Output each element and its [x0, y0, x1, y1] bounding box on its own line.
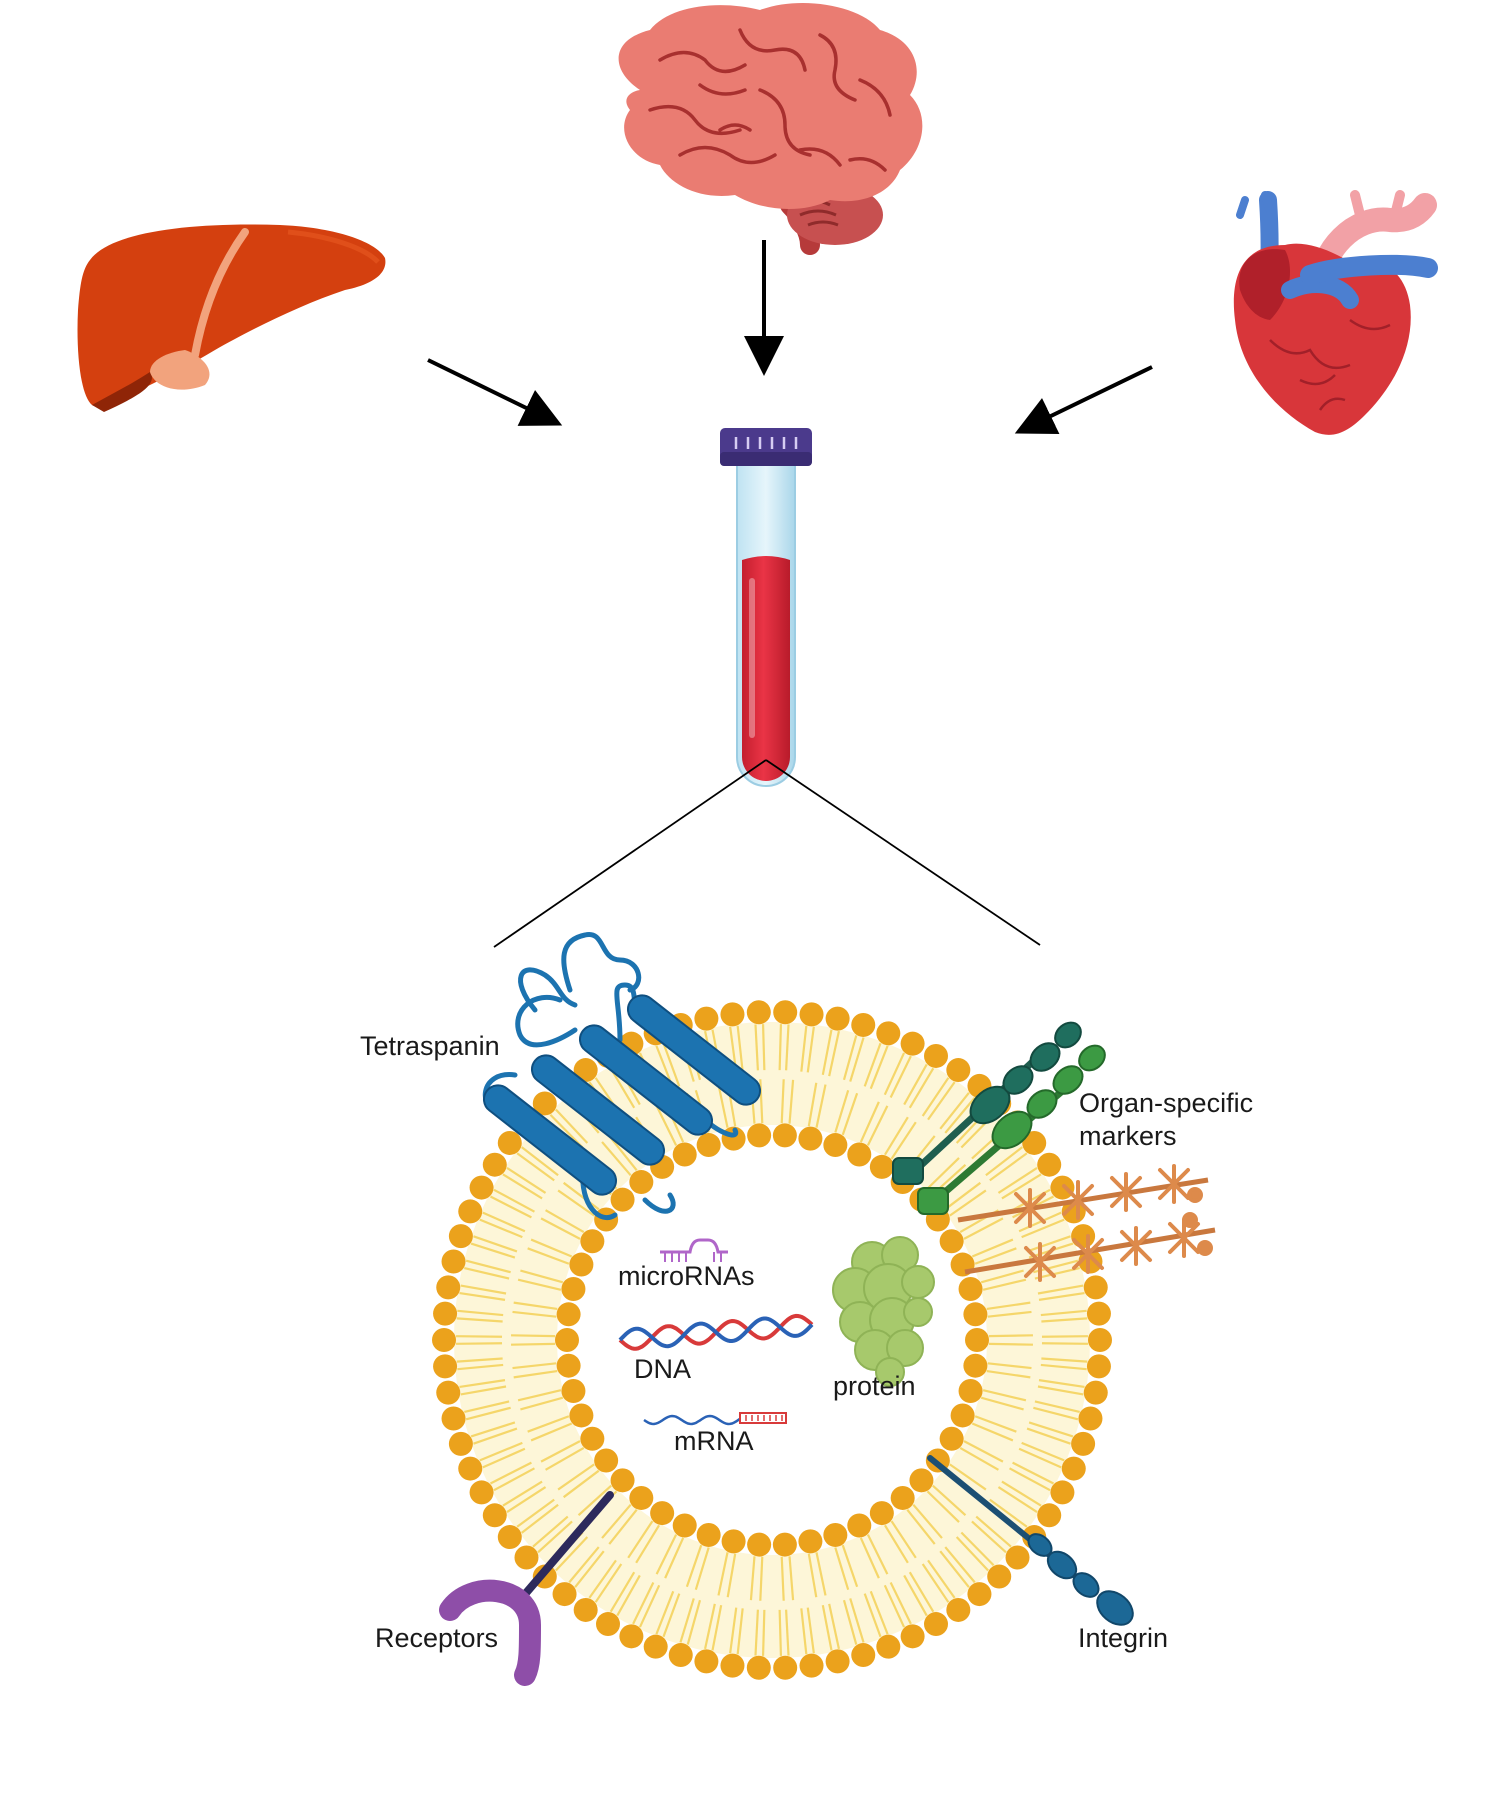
label-organ-specific: Organ-specific — [1079, 1088, 1253, 1118]
dna-icon — [618, 1313, 814, 1351]
tetraspanin-icon — [482, 932, 762, 1221]
integrin-icon — [927, 1455, 1134, 1626]
label-dna: DNA — [634, 1354, 691, 1384]
receptor-icon — [439, 1491, 614, 1686]
arrow-liver — [427, 358, 563, 426]
label-mrna: mRNA — [674, 1426, 754, 1456]
liver-icon — [77, 224, 386, 412]
zoom-lines — [493, 759, 1041, 948]
mrna-icon — [643, 1412, 787, 1426]
label-markers: markers — [1079, 1121, 1177, 1151]
labels: Tetraspanin Organ-specific markers micro… — [360, 1031, 1253, 1653]
arrow-heart — [1014, 365, 1153, 435]
heart-icon — [1233, 190, 1438, 435]
brain-icon — [618, 2, 923, 255]
protein-icon — [832, 1236, 935, 1387]
label-micrornas: microRNAs — [618, 1261, 755, 1291]
organ-marker-icon — [892, 1021, 1216, 1282]
blood-tube-icon — [720, 428, 812, 787]
label-tetraspanin: Tetraspanin — [360, 1031, 500, 1061]
label-protein: protein — [833, 1371, 916, 1401]
microrna-icon — [660, 1238, 728, 1262]
label-integrin: Integrin — [1078, 1623, 1168, 1653]
label-receptors: Receptors — [375, 1623, 498, 1653]
